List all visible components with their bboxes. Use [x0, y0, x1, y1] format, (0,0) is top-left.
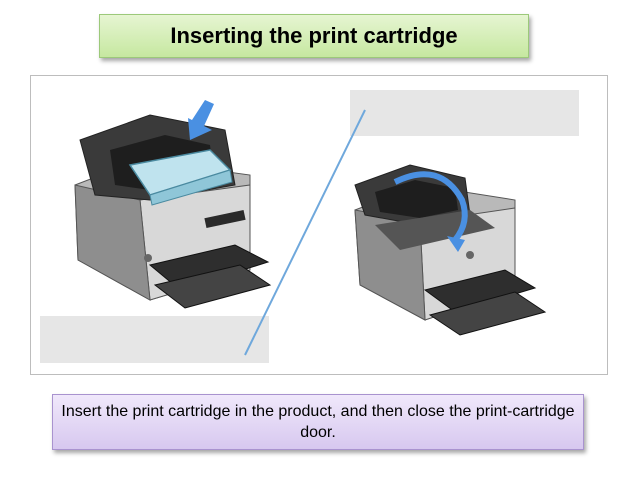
blank-panel-top-right — [350, 90, 579, 136]
printer-insert-cartridge-icon — [74, 100, 272, 309]
blank-panel-bottom-left — [40, 316, 269, 363]
printer-close-door-icon — [354, 164, 547, 336]
instruction-caption: Insert the print cartridge in the produc… — [52, 394, 584, 450]
divider-line — [244, 109, 366, 356]
slide-title: Inserting the print cartridge — [99, 14, 529, 58]
